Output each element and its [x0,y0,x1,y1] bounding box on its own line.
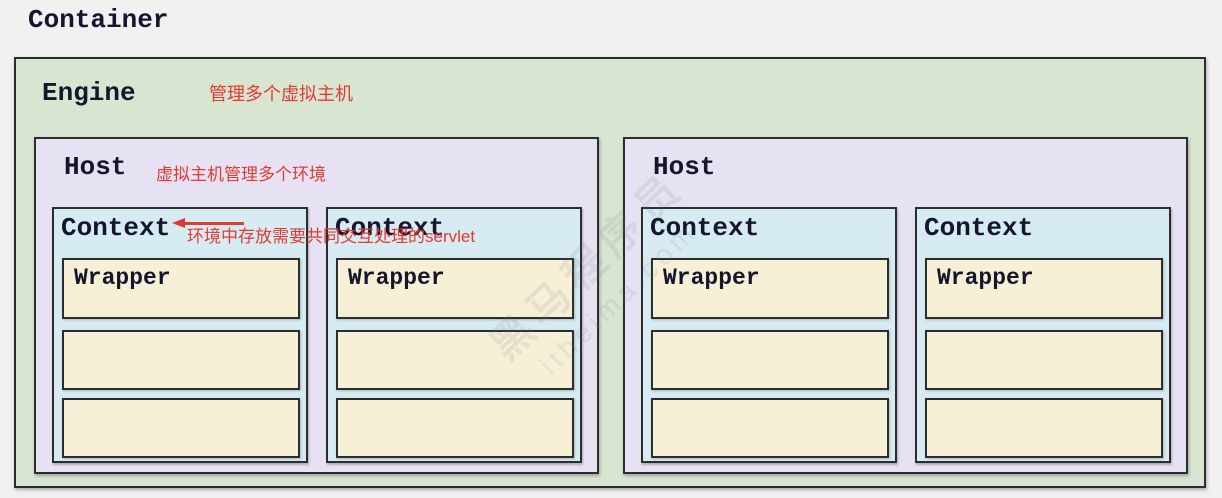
context-box-2-1: Context Wrapper [641,207,897,463]
context-2-2-label: Context [924,213,1034,243]
wrapper-label: Wrapper [937,265,1034,291]
engine-label: Engine [42,78,136,108]
wrapper-box-empty [925,398,1163,458]
wrapper-box-empty [651,330,889,390]
wrapper-box-empty [925,330,1163,390]
host-box-1: Host 虚拟主机管理多个环境 Context Wrapper Context … [34,137,599,474]
host-2-label: Host [653,152,716,182]
wrapper-label: Wrapper [663,265,760,291]
host-box-2: Host Context Wrapper Context Wrapper [623,137,1188,474]
wrapper-box-empty [336,330,574,390]
context-annotation: 环境中存放需要共同交互处理的servlet [187,227,476,246]
engine-box: Engine 管理多个虚拟主机 Host 虚拟主机管理多个环境 Context … [14,57,1206,488]
wrapper-box: Wrapper [651,258,889,319]
context-box-2-2: Context Wrapper [915,207,1171,463]
container-label: Container [28,5,169,35]
host-1-label: Host [64,152,127,182]
context-box-1-1: Context Wrapper [52,207,308,463]
arrow-line [185,221,244,225]
engine-annotation: 管理多个虚拟主机 [209,84,353,104]
context-2-1-label: Context [650,213,760,243]
wrapper-box-empty [62,330,300,390]
wrapper-box: Wrapper [925,258,1163,319]
wrapper-label: Wrapper [348,265,445,291]
wrapper-box: Wrapper [62,258,300,319]
host-1-annotation: 虚拟主机管理多个环境 [156,165,326,184]
wrapper-label: Wrapper [74,265,171,291]
wrapper-box-empty [336,398,574,458]
wrapper-box: Wrapper [336,258,574,319]
arrow-head-icon [172,218,185,228]
context-1-1-label: Context [61,213,171,243]
annotation-arrow [172,217,244,229]
context-box-1-2: Context Wrapper [326,207,582,463]
wrapper-box-empty [62,398,300,458]
context-1-2-label: Context [335,213,445,243]
wrapper-box-empty [651,398,889,458]
